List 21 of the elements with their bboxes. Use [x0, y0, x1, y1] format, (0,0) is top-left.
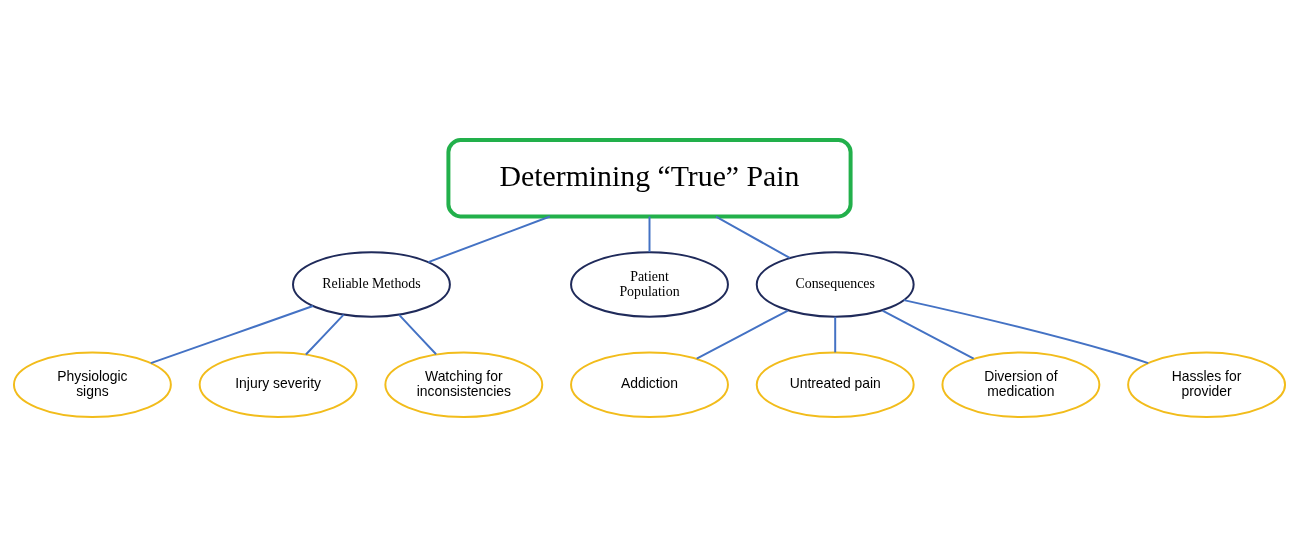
connector: [149, 304, 314, 364]
node-box: Determining “True” Pain: [446, 137, 853, 218]
node-ellipse: Reliable Methods: [292, 250, 451, 318]
connector: [834, 315, 837, 353]
node-ellipse: Injury severity: [198, 351, 358, 418]
connector: [902, 298, 1150, 364]
node-ellipse: Watching for inconsistencies: [384, 351, 544, 418]
node-ellipse: Addiction: [570, 351, 729, 418]
node-ellipse: Untreated pain: [755, 351, 915, 418]
node-ellipse: Physiologic signs: [12, 351, 172, 418]
connector: [695, 309, 789, 360]
connector: [427, 215, 551, 263]
node-ellipse: Patient Population: [570, 250, 729, 318]
connector: [398, 313, 438, 355]
connector: [648, 215, 651, 253]
node-ellipse: Hassles for provider: [1127, 351, 1287, 418]
connector: [304, 313, 345, 355]
connector: [881, 309, 975, 360]
node-ellipse: Diversion of medication: [941, 351, 1101, 418]
connector: [715, 215, 791, 259]
node-ellipse: Consequences: [755, 250, 915, 318]
